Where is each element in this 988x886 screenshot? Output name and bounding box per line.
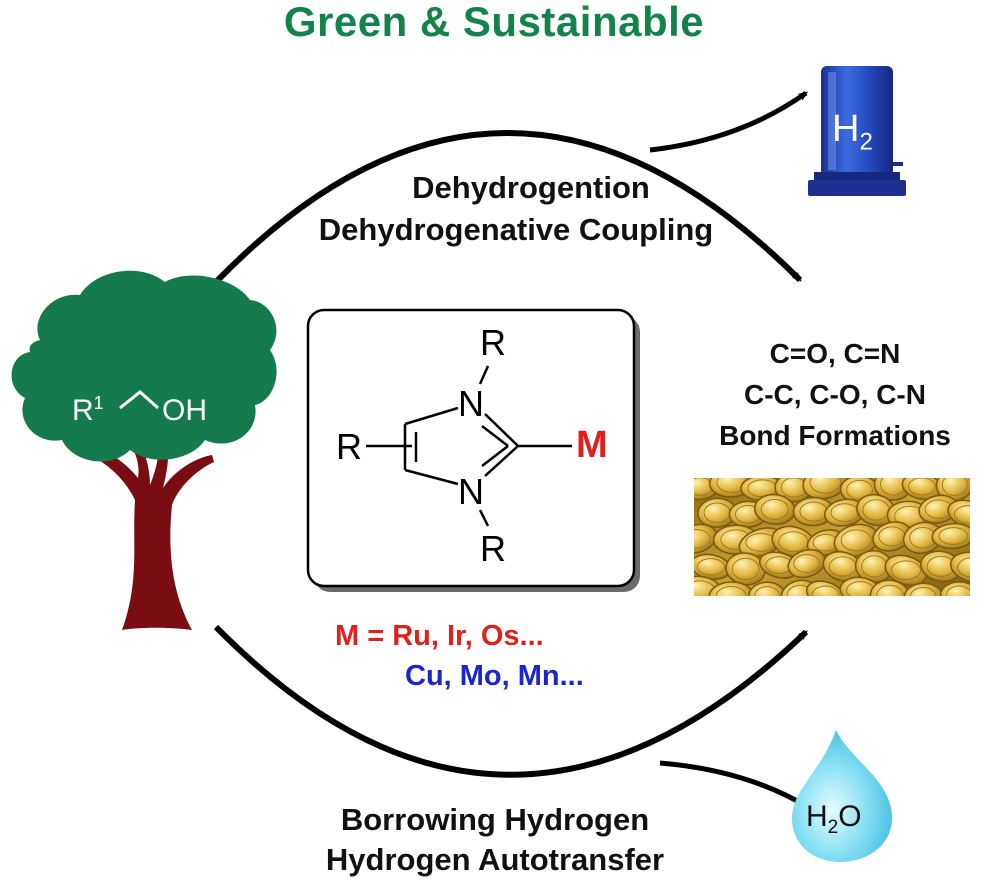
nhc-r-bottom: R — [480, 528, 506, 569]
hydrogen-label: H2 — [832, 108, 873, 156]
substrate-oh-label: OH — [162, 394, 207, 427]
products-line3: Bond Formations — [719, 420, 951, 451]
coin-rim — [696, 558, 726, 576]
coin-rim — [957, 557, 970, 578]
nhc-structure — [366, 365, 572, 527]
coin-rim — [754, 586, 780, 596]
diagram-title: Green & Sustainable — [283, 0, 705, 45]
coin — [949, 551, 970, 584]
nhc-n-top: N — [458, 383, 484, 424]
nhc-r-left: R — [336, 426, 362, 467]
hydrogen-branch-arrow — [649, 90, 809, 153]
catalyst-box — [306, 308, 640, 592]
coin-rim — [715, 585, 747, 596]
bottom-route-line1: Borrowing Hydrogen — [340, 802, 650, 837]
water-drop-icon — [792, 730, 892, 862]
coin-rim — [793, 554, 821, 574]
substrate-r-label: R1 — [72, 393, 104, 427]
water-branch-arrow — [659, 760, 809, 809]
coin-rim — [840, 529, 872, 552]
coin — [802, 478, 849, 500]
coin-rim — [846, 479, 873, 500]
coin — [805, 580, 846, 596]
products-line2: C-C, C-O, C-N — [744, 379, 926, 410]
metals-line1: M = Ru, Ir, Os... — [335, 620, 544, 652]
coin-rim — [909, 587, 937, 596]
coin-rim — [731, 557, 760, 581]
coin-rim — [694, 529, 711, 549]
metals-line2: Cu, Mo, Mn... — [405, 660, 584, 692]
bottom-arc-arrow — [213, 624, 809, 778]
top-route-line1: Dehydrogention — [412, 170, 650, 205]
coin-rim — [946, 585, 970, 596]
coin-rim — [941, 478, 968, 496]
nhc-metal: M — [576, 424, 608, 466]
tree-icon — [11, 270, 277, 630]
nhc-r-top: R — [480, 322, 506, 363]
hydrogen-cylinder-icon — [808, 66, 906, 196]
coin-rim — [876, 584, 904, 596]
coin-rim — [908, 478, 936, 496]
coin-rim — [760, 498, 789, 520]
coin-rim — [811, 585, 840, 596]
bottom-route-line2: Hydrogen Autotransfer — [325, 842, 665, 877]
water-label: H2O — [806, 800, 862, 838]
nhc-n-bottom: N — [458, 471, 484, 512]
coin — [748, 581, 787, 596]
coin-rim — [809, 478, 842, 494]
top-arc-arrow — [213, 130, 803, 285]
coin-rim — [938, 527, 969, 545]
top-route-line2: Dehydrogenative Coupling — [318, 212, 714, 247]
coin-rim — [953, 505, 970, 524]
gold-coins-image — [694, 478, 970, 596]
coin-rim — [890, 560, 922, 581]
products-line1: C=O, C=N — [769, 338, 901, 369]
